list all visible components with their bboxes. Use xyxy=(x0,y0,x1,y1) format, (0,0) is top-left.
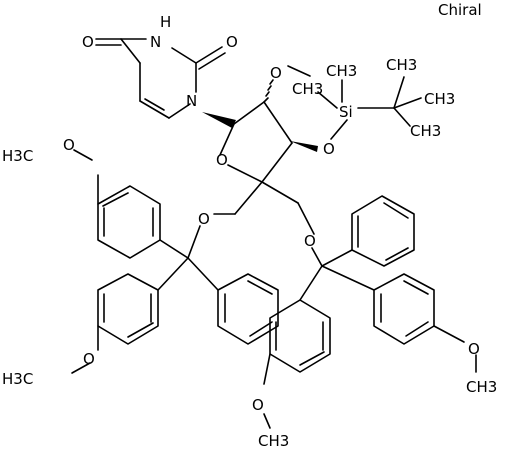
atom-label-ome-bottom-mid-o: O xyxy=(252,396,264,414)
uracil-ring-bonds xyxy=(95,38,226,119)
left-trityl-bonds xyxy=(71,149,279,374)
chiral-flag: Chiral xyxy=(438,1,482,19)
atom-label-ome-top-left-me: H3C xyxy=(2,147,33,165)
c4-linker-bonds xyxy=(213,181,315,235)
atom-label-tbu-methyl-top: CH3 xyxy=(386,56,417,74)
atom-label-silyl-ether-o: O xyxy=(323,140,335,158)
right-trityl-bonds xyxy=(263,195,477,429)
atom-label-ome-top-left-o: O xyxy=(63,136,75,154)
atom-label-silicon: Si xyxy=(339,103,353,121)
atom-label-ome-bottom-mid-me: CH3 xyxy=(258,432,289,450)
atom-label-tbu-methyl-right: CH3 xyxy=(424,90,455,108)
atom-label-ome-right-o: O xyxy=(468,340,480,358)
atom-label-methoxy-o2: O xyxy=(270,64,282,82)
atom-label-ome-bottom-left-me: H3C xyxy=(2,370,33,388)
atom-label-trityl-o-left: O xyxy=(198,210,210,228)
atom-label-tbu-methyl-low: CH3 xyxy=(410,122,441,140)
atom-label-silyl-methyl-a: CH3 xyxy=(326,62,357,80)
atom-label-trityl-o-right: O xyxy=(304,232,316,250)
tbdms-bonds xyxy=(317,76,422,140)
atom-label-silyl-methyl-b: CH3 xyxy=(292,80,323,98)
atom-label-ome-bottom-left-o: O xyxy=(83,350,95,368)
atom-label-o2: O xyxy=(226,33,238,51)
atom-label-o4: O xyxy=(82,33,94,51)
atom-label-ome-right-me: CH3 xyxy=(466,378,497,396)
atom-label-ring-o: O xyxy=(216,151,228,169)
atom-label-h3: H xyxy=(160,13,171,31)
atom-labels: O N H O N O CH3 CH3 Si CH3 CH3 CH3 O O O… xyxy=(2,13,497,450)
atom-label-n3: N xyxy=(150,33,161,51)
atom-label-n1: N xyxy=(186,92,197,110)
furanose-ring-bonds xyxy=(202,65,318,183)
